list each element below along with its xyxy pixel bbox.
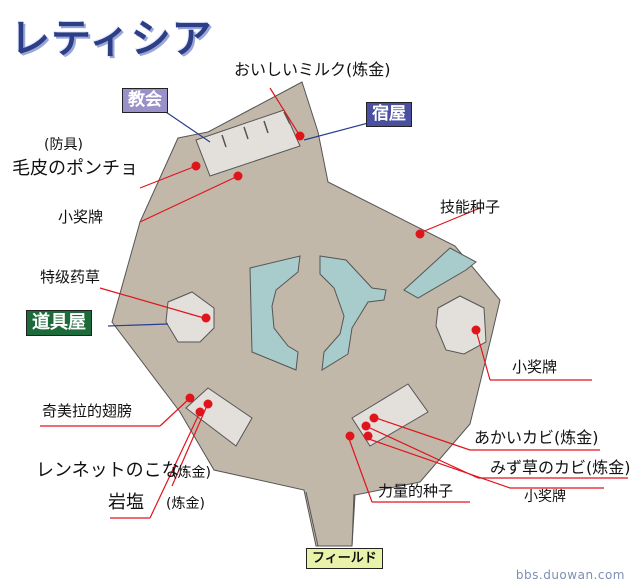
label-poncho: 毛皮のポンチョ bbox=[12, 158, 138, 179]
marker-mizukusa[interactable] bbox=[361, 421, 371, 431]
label-rennet-note: (炼金) bbox=[172, 465, 211, 481]
church-label[interactable]: 教会 bbox=[122, 88, 168, 113]
label-salt-note: (炼金) bbox=[166, 496, 205, 512]
leader-medal-3 bbox=[365, 437, 511, 489]
east-room[interactable] bbox=[435, 295, 487, 355]
town-floor bbox=[111, 81, 501, 547]
marker-poncho[interactable] bbox=[191, 161, 201, 171]
leader-herb bbox=[99, 287, 205, 319]
leader-power-seed bbox=[347, 435, 373, 503]
water-west bbox=[249, 255, 301, 371]
marker-power-seed[interactable] bbox=[345, 431, 355, 441]
water-east bbox=[319, 255, 387, 371]
label-oishii-milk: おいしいミルク(炼金) bbox=[234, 60, 391, 79]
label-medal-3: 小奖牌 bbox=[524, 489, 566, 505]
label-medal-1: 小奖牌 bbox=[58, 208, 104, 226]
leader-mizukusa bbox=[369, 427, 479, 479]
marker-medal-3[interactable] bbox=[363, 431, 373, 441]
tool-shop-room[interactable] bbox=[165, 291, 215, 343]
marker-medal-1[interactable] bbox=[233, 171, 243, 181]
field-exit-label[interactable]: フィールド bbox=[306, 548, 383, 569]
leader-church bbox=[159, 107, 211, 143]
leader-medal-1 bbox=[139, 175, 239, 223]
marker-salt[interactable] bbox=[195, 407, 205, 417]
label-wing: 奇美拉的翅膀 bbox=[42, 402, 133, 420]
church-building[interactable] bbox=[195, 109, 301, 177]
marker-medal-2[interactable] bbox=[471, 325, 481, 335]
label-power-seed: 力量的种子 bbox=[378, 482, 454, 500]
label-skill-seed: 技能种子 bbox=[440, 198, 501, 216]
leader-inn bbox=[303, 121, 373, 141]
leader-skill-seed bbox=[421, 207, 481, 233]
leader-rennet bbox=[171, 407, 207, 487]
marker-herb[interactable] bbox=[201, 313, 211, 323]
leader-salt bbox=[149, 411, 201, 519]
leader-akai-kabi bbox=[375, 417, 471, 451]
leader-poncho bbox=[139, 165, 197, 189]
inn-label[interactable]: 宿屋 bbox=[366, 102, 412, 127]
tool-shop-label[interactable]: 道具屋 bbox=[26, 310, 92, 336]
label-akai-kabi: あかいカビ(炼金) bbox=[474, 428, 599, 447]
marker-rennet[interactable] bbox=[203, 399, 213, 409]
label-armor-category: (防具) bbox=[44, 137, 83, 153]
leader-tool-shop bbox=[107, 323, 169, 327]
label-rennet: レンネットのこな bbox=[36, 460, 180, 481]
label-medal-2: 小奖牌 bbox=[512, 358, 558, 376]
watermark: bbs.duowan.com bbox=[515, 568, 625, 582]
label-salt: 岩塩 bbox=[108, 492, 144, 513]
marker-skill-seed[interactable] bbox=[415, 229, 425, 239]
marker-milk[interactable] bbox=[295, 131, 305, 141]
label-herb: 特级药草 bbox=[40, 268, 101, 286]
water-channel bbox=[403, 247, 477, 299]
label-mizukusa-kabi: みず草のカビ(炼金) bbox=[490, 458, 631, 477]
leader-medal-2 bbox=[475, 329, 491, 381]
leader-milk bbox=[269, 87, 301, 137]
marker-akai-kabi[interactable] bbox=[369, 413, 379, 423]
marker-wing[interactable] bbox=[185, 393, 195, 403]
southwest-room[interactable] bbox=[185, 387, 253, 447]
page-title: レティシア bbox=[10, 16, 213, 62]
leader-wing-b bbox=[159, 397, 191, 427]
